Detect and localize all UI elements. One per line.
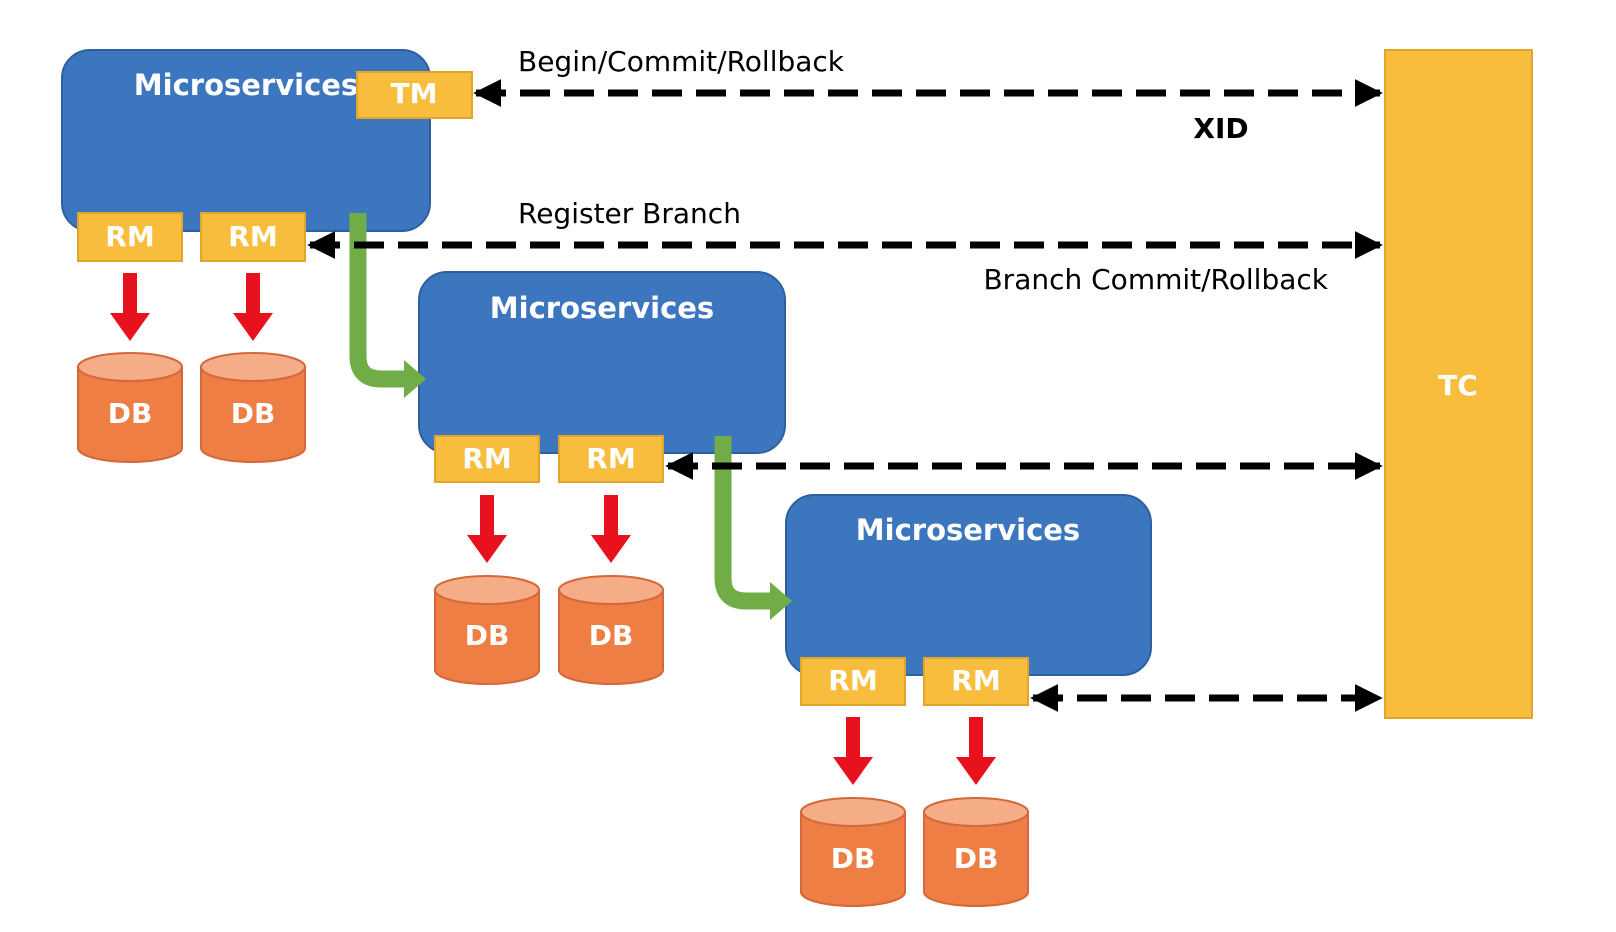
down-arrow-icon: [591, 495, 631, 563]
down-arrow-icon: [233, 273, 273, 341]
rm-box: [77, 212, 183, 262]
down-arrow-icon: [833, 717, 873, 785]
microservice-title: Microservices: [490, 291, 714, 325]
database-icon: DB: [77, 352, 183, 463]
microservice-3: Microservices RM RM DB DB: [785, 494, 1152, 907]
db-label: DB: [589, 619, 634, 652]
tm-box: [356, 71, 473, 119]
rm-box: [558, 435, 664, 483]
db-label: DB: [231, 397, 276, 430]
database-icon: DB: [434, 575, 540, 685]
rm-label: RM: [105, 220, 154, 253]
database-icon: DB: [800, 797, 906, 907]
rm-node: RM: [800, 657, 906, 706]
rm-box: [434, 435, 540, 483]
rm-label: RM: [828, 664, 877, 697]
tm-node: TM: [356, 71, 473, 119]
tm-link-label: Begin/Commit/Rollback: [518, 45, 845, 78]
microservice-1: Microservices TM RM RM DB DB: [61, 49, 473, 463]
rm-node: RM: [923, 657, 1029, 706]
db-label: DB: [831, 842, 876, 875]
microservice-title: Microservices: [856, 513, 1080, 547]
rm-box: [200, 212, 306, 262]
rm-label: RM: [228, 220, 277, 253]
microservice-title: Microservices: [134, 68, 358, 102]
rm-node: RM: [77, 212, 183, 262]
rm-node: RM: [558, 435, 664, 483]
db-label: DB: [465, 619, 510, 652]
database-icon: DB: [923, 797, 1029, 907]
database-icon: DB: [200, 352, 306, 463]
xid-label: XID: [1193, 112, 1248, 145]
invoke-arrow-icon: [349, 213, 426, 398]
rm-label: RM: [951, 664, 1000, 697]
down-arrow-icon: [956, 717, 996, 785]
microservice-2: Microservices RM RM DB DB: [418, 271, 786, 685]
rm-box: [923, 657, 1029, 706]
down-arrow-icon: [110, 273, 150, 341]
invoke-arrow-icon: [714, 436, 792, 620]
rm-node: RM: [434, 435, 540, 483]
rm-box: [800, 657, 906, 706]
tc-box: [1384, 49, 1533, 719]
rm-label: RM: [462, 442, 511, 475]
rm-node: RM: [200, 212, 306, 262]
branch-commit-label: Branch Commit/Rollback: [983, 263, 1328, 296]
down-arrow-icon: [467, 495, 507, 563]
register-branch-label: Register Branch: [518, 197, 741, 230]
db-label: DB: [954, 842, 999, 875]
tc-label: TC: [1438, 369, 1478, 402]
rm-label: RM: [586, 442, 635, 475]
db-label: DB: [108, 397, 153, 430]
database-icon: DB: [558, 575, 664, 685]
tc-node: TC: [1384, 49, 1533, 719]
tm-label: TM: [391, 77, 438, 110]
